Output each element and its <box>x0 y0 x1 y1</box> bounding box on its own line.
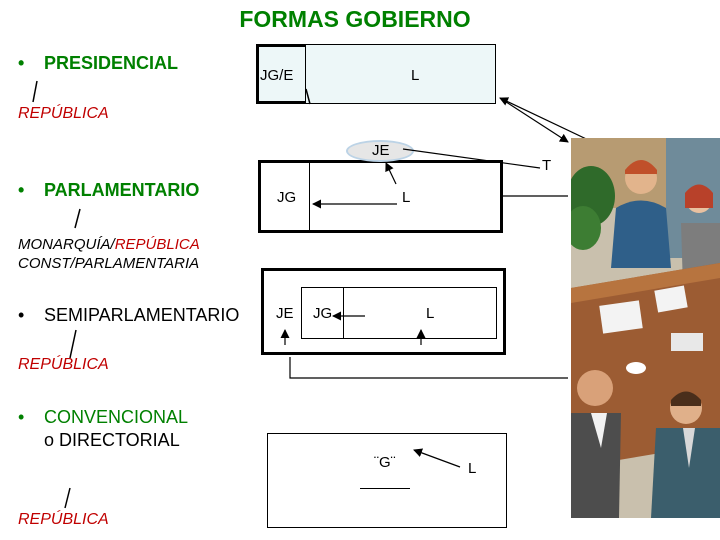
convencional-l-label: L <box>468 460 477 477</box>
parlamentario-subtitle: MONARQUÍA/REPÚBLICA CONST/PARLAMENTARIA <box>18 235 200 273</box>
bullet-dot: • <box>18 305 25 325</box>
semiparlamentario-l-label: L <box>426 305 435 322</box>
office-meeting-clipart-icon <box>571 138 720 518</box>
semiparlamentario-je-label: JE <box>276 305 294 322</box>
parlamentario-je-label: JE <box>372 142 390 159</box>
bullet-dot: • <box>18 180 25 200</box>
semiparlamentario-jg-label: JG <box>313 305 333 322</box>
semiparlamentario-inner-box <box>301 287 497 339</box>
presidencial-jge-label: JG/E <box>260 67 294 84</box>
semi-bracket-line <box>289 357 568 379</box>
semiparlamentario-label: SEMIPARLAMENTARIO <box>44 305 240 325</box>
convencional-label-line2: o DIRECTORIAL <box>44 430 180 450</box>
semiparlamentario-outer-box <box>261 268 506 355</box>
semi-pointer-line <box>69 329 77 359</box>
presidencial-box-pointer <box>305 88 311 105</box>
parlamentario-l-label: L <box>402 189 411 206</box>
parlamentario-sub-line2: CONST/PARLAMENTARIA <box>18 255 200 272</box>
parlamentario-jg-cell <box>258 160 310 233</box>
bullet-semiparlamentario: • SEMIPARLAMENTARIO <box>18 305 239 326</box>
page-title: FORMAS GOBIERNO <box>239 6 471 32</box>
semiparlamentario-jg-cell <box>301 287 344 339</box>
je-to-t-line <box>402 148 541 169</box>
presidencial-subtitle: REPÚBLICA <box>18 105 109 122</box>
l-to-je-arrow <box>385 162 397 185</box>
parlamentario-t-label: T <box>542 157 552 174</box>
convencional-g-label: ¨G¨ <box>374 454 396 471</box>
bullet-dot: • <box>18 407 25 427</box>
convencional-box <box>267 433 507 528</box>
parlamentario-je-ellipse <box>346 140 414 162</box>
conv-l-to-g-arrow <box>413 448 461 468</box>
bullet-convencional: • CONVENCIONAL o DIRECTORIAL <box>18 406 188 452</box>
semiparlamentario-subtitle: REPÚBLICA <box>18 356 109 373</box>
parlamentario-jg-label: JG <box>277 189 297 206</box>
parlamentario-sub-part2: REPÚBLICA <box>114 236 200 253</box>
parlamentario-sub-part1: MONARQUÍA/ <box>18 236 115 253</box>
parlamentario-pointer-line <box>74 208 81 229</box>
presidencial-label: PRESIDENCIAL <box>44 53 179 73</box>
parlamentario-label: PARLAMENTARIO <box>44 180 200 200</box>
conv-pointer-line <box>64 487 71 509</box>
convencional-label-line1: CONVENCIONAL <box>44 407 189 427</box>
bullet-presidencial: • PRESIDENCIAL <box>18 53 178 74</box>
arrow-box1-to-scene <box>499 97 569 143</box>
convencional-g-cell <box>360 452 410 489</box>
presidencial-pointer-line <box>32 80 38 103</box>
bullet-parlamentario: • PARLAMENTARIO <box>18 180 199 201</box>
presidencial-executive-cell <box>256 44 306 104</box>
bullet-dot: • <box>18 53 25 73</box>
convencional-subtitle: REPÚBLICA <box>18 511 109 528</box>
presidencial-l-label: L <box>411 67 420 84</box>
presidencial-box <box>256 44 496 104</box>
